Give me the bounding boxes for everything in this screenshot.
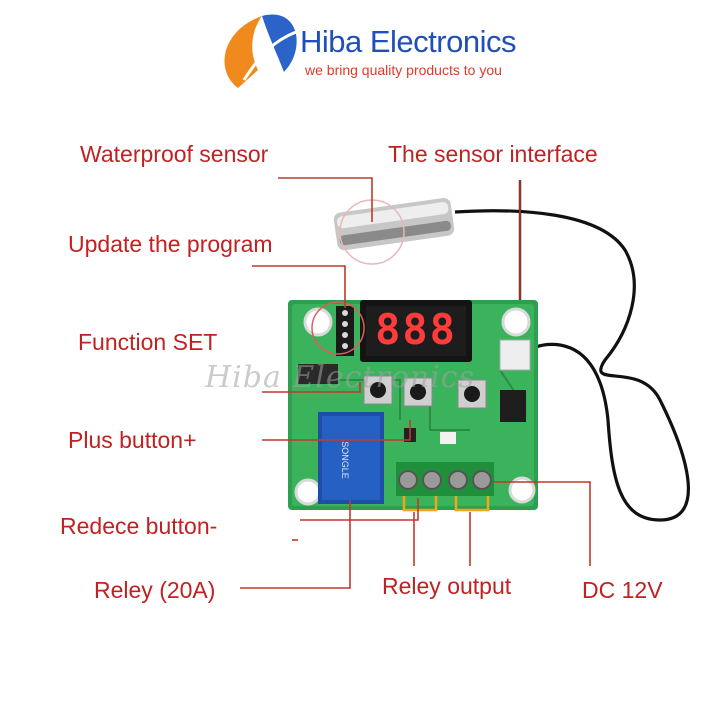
label-dc-power: DC 12V — [582, 577, 663, 603]
sensor-cable — [454, 209, 690, 522]
label-sensor-interface: The sensor interface — [388, 141, 598, 167]
waterproof-probe — [333, 198, 455, 265]
led-indicator — [440, 432, 456, 444]
svg-text:SONGLE: SONGLE — [340, 441, 350, 479]
label-relay: Reley (20A) — [94, 577, 216, 603]
label-waterproof-sensor: Waterproof sensor — [80, 141, 269, 167]
led-display — [360, 300, 472, 362]
label-function-set: Function SET — [78, 329, 218, 355]
minus-button — [457, 379, 487, 409]
plus-button — [403, 377, 433, 407]
label-update-program: Update the program — [68, 231, 273, 257]
brand-name: Hiba Electronics — [300, 24, 516, 59]
sensor-connector — [499, 339, 531, 371]
regulator — [500, 390, 526, 422]
program-header — [311, 301, 365, 356]
label-relay-output: Reley output — [382, 573, 512, 599]
display-digits: 888 — [375, 305, 457, 354]
label-plus-button: Plus button+ — [68, 427, 197, 453]
watermark-text: Hiba Electronics — [205, 360, 476, 395]
label-reduce-button: Redece button- — [60, 513, 218, 539]
brand-tagline: we bring quality products to you — [305, 62, 502, 78]
relay: SONGLE — [318, 412, 384, 504]
brand-logo-icon — [224, 14, 297, 88]
screw-terminals — [396, 462, 494, 512]
microcontroller-chip — [298, 364, 338, 384]
callout-leader-lines — [240, 177, 591, 589]
set-button — [363, 375, 393, 405]
